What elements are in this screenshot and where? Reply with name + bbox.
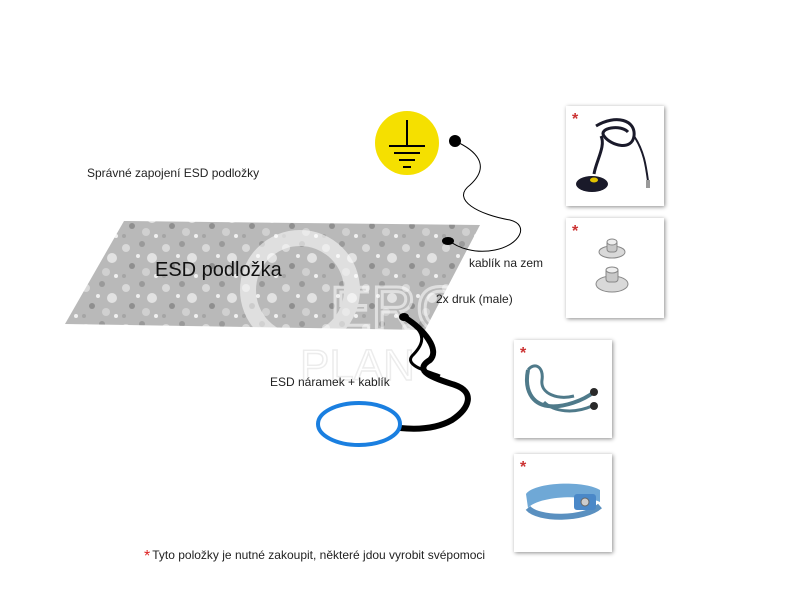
required-marker: * [520, 345, 527, 362]
ground-cable [447, 140, 522, 252]
required-marker: * [572, 111, 579, 128]
diagram-title: Správné zapojení ESD podložky [87, 166, 260, 180]
ground-symbol [375, 111, 439, 175]
watermark-logo: ERGO PLAN [240, 230, 514, 391]
ground-cord-image [576, 118, 650, 192]
product-card-snap-studs: * [566, 218, 664, 318]
mat-stud-ground [442, 237, 454, 245]
required-marker: * [520, 459, 527, 476]
svg-text:PLAN: PLAN [300, 341, 415, 390]
product-card-ground-cord: * [566, 106, 664, 206]
strap-cable-coil [408, 320, 441, 378]
strap-cable [399, 314, 471, 432]
studs-label: 2x druk (male) [436, 292, 513, 306]
footnote-marker: * [144, 548, 151, 565]
snap-studs-image [595, 238, 629, 293]
required-marker: * [572, 223, 579, 240]
ground-cable-label: kablík na zem [469, 256, 544, 270]
wrist-strap-image [525, 483, 602, 520]
mat-label: ESD podložka [155, 259, 282, 281]
coiled-cord-image [525, 364, 598, 413]
product-card-coiled-cord: * [514, 340, 612, 438]
product-card-wrist-strap: * [514, 454, 612, 552]
footnote-text: Tyto položky je nutné zakoupit, některé … [152, 548, 486, 562]
wrist-strap-ring [316, 401, 402, 447]
esd-mat [65, 221, 480, 330]
strap-label: ESD náramek + kablík [270, 375, 390, 389]
footnote: *Tyto položky je nutné zakoupit, některé… [144, 548, 485, 566]
